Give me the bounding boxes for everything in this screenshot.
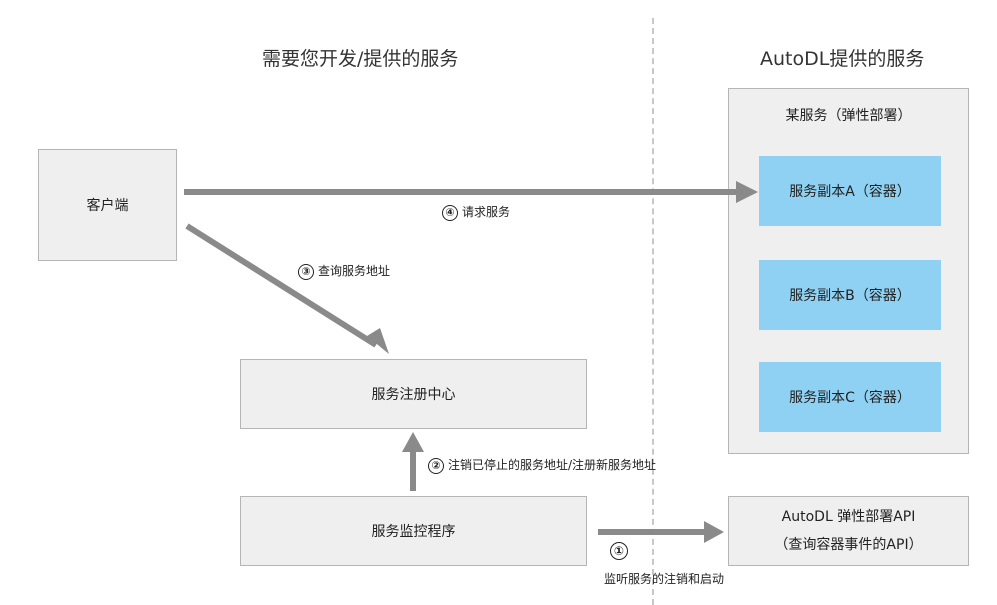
replica-a-box: 服务副本A（容器） bbox=[759, 156, 941, 226]
api-label-line1: AutoDL 弹性部署API bbox=[781, 509, 916, 525]
replica-c-label: 服务副本C（容器） bbox=[789, 390, 911, 406]
step-3-number: ③ bbox=[298, 263, 314, 280]
listen-arrow bbox=[598, 521, 724, 543]
autodl-api-box: AutoDL 弹性部署API （查询容器事件的API） bbox=[728, 496, 969, 566]
monitor-label: 服务监控程序 bbox=[371, 524, 456, 540]
left-section-title: 需要您开发/提供的服务 bbox=[262, 48, 459, 70]
step-4-label: ④ 请求服务 bbox=[442, 203, 510, 221]
replica-a-label: 服务副本A（容器） bbox=[789, 184, 911, 200]
registry-box: 服务注册中心 bbox=[240, 359, 587, 429]
step-2-text: 注销已停止的服务地址/注册新服务地址 bbox=[448, 458, 657, 472]
step-1-text: 监听服务的注销和启动 bbox=[604, 572, 725, 586]
step-1-number: ① bbox=[610, 542, 628, 560]
client-label: 客户端 bbox=[86, 198, 129, 214]
monitor-box: 服务监控程序 bbox=[240, 496, 587, 566]
step-3-text: 查询服务地址 bbox=[318, 264, 391, 278]
step-3-label: ③ 查询服务地址 bbox=[298, 262, 390, 280]
registry-label: 服务注册中心 bbox=[371, 387, 456, 403]
step-4-text: 请求服务 bbox=[462, 205, 511, 219]
step-2-number: ② bbox=[428, 457, 444, 474]
elastic-service-label: 某服务（弹性部署） bbox=[785, 108, 912, 124]
client-box: 客户端 bbox=[38, 149, 177, 261]
step-4-number: ④ bbox=[442, 204, 458, 221]
replica-c-box: 服务副本C（容器） bbox=[759, 362, 941, 432]
right-section-title: AutoDL提供的服务 bbox=[760, 48, 925, 70]
query-address-arrow bbox=[185, 223, 389, 354]
replica-b-label: 服务副本B（容器） bbox=[789, 288, 911, 304]
replica-b-box: 服务副本B（容器） bbox=[759, 260, 941, 330]
api-label-line2: （查询容器事件的API） bbox=[774, 537, 923, 553]
section-divider bbox=[652, 18, 654, 605]
step-2-label: ② 注销已停止的服务地址/注册新服务地址 bbox=[428, 456, 656, 474]
request-arrow bbox=[184, 181, 758, 203]
register-arrow bbox=[402, 432, 424, 491]
